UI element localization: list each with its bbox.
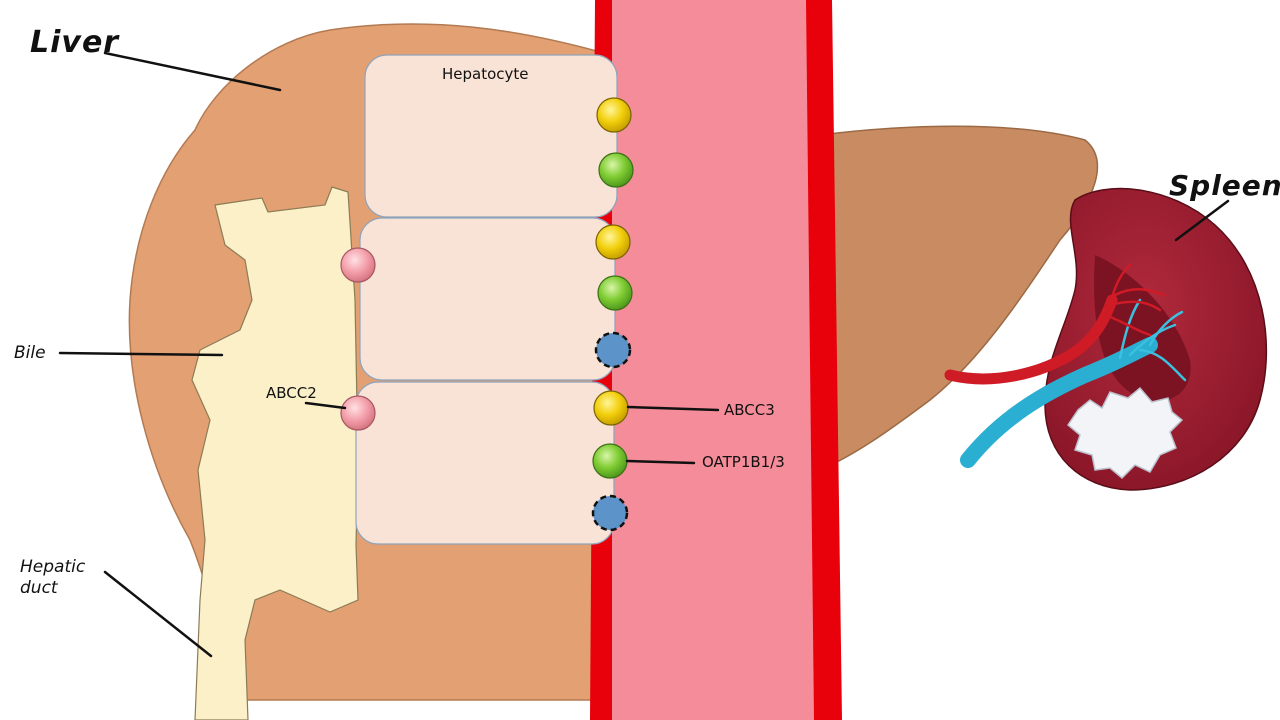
bile-pointer [58, 351, 224, 357]
vessel-right-wall [805, 0, 842, 720]
spleen-white-pulp [1067, 386, 1184, 480]
transporter-blue-2 [591, 494, 629, 532]
hepatocyte-label: Hepatocyte [442, 65, 529, 83]
abcc2-label: ABCC2 [266, 384, 317, 402]
hepatic-duct-label-line1: Hepatic [20, 557, 86, 577]
transporter-green-1 [598, 152, 634, 188]
transporter-oatp [592, 443, 628, 479]
spleen-pointer [1174, 199, 1230, 242]
oatp-pointer [625, 459, 696, 465]
splenic-vein [960, 337, 1158, 468]
hepatocyte-cell-3 [355, 381, 615, 545]
splenic-artery [944, 294, 1118, 385]
hepatic-duct-label: Hepatic duct [20, 557, 85, 599]
transporter-yellow-1 [596, 97, 632, 133]
abcc3-pointer [626, 405, 720, 412]
hepatic-duct-pointer [103, 570, 213, 658]
abcc2-pointer [304, 401, 347, 410]
oatp-label: OATP1B1/3 [702, 453, 785, 471]
transporter-green-2 [597, 275, 633, 311]
vessel-lumen [612, 0, 814, 720]
hepatocyte-cell-2 [359, 217, 616, 381]
liver-label: Liver [30, 25, 120, 60]
liver-pointer [103, 51, 282, 92]
spleen-label: Spleen [1169, 169, 1280, 202]
liver-right-lobe [819, 125, 1099, 472]
hepatic-duct-label-line2: duct [20, 578, 58, 598]
transporter-abcc2 [340, 395, 376, 431]
transporter-pink-1 [340, 247, 376, 283]
transporter-yellow-2 [595, 224, 631, 260]
hepatocyte-cell-1 [364, 54, 618, 218]
bile-label: Bile [14, 343, 46, 363]
bile-duct [191, 186, 359, 720]
artery-branches [1103, 263, 1167, 337]
transporter-abcc3 [593, 390, 629, 426]
abcc3-label: ABCC3 [724, 401, 775, 419]
transporter-blue-1 [594, 331, 632, 369]
pointer-lines [58, 51, 1230, 658]
